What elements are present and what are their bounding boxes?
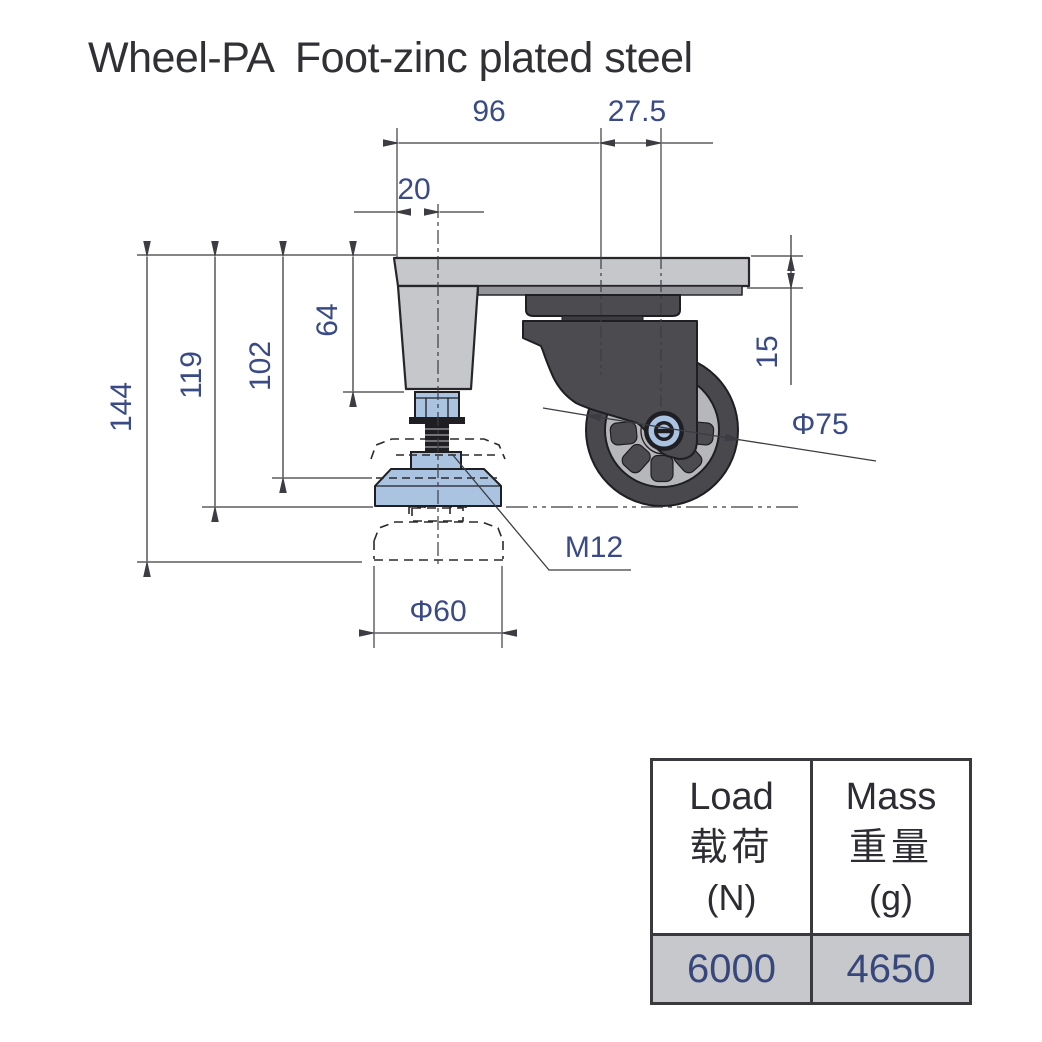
dimension-labels: 96 27.5 20 144 119 102 64 15 Φ75 M12 Φ60 <box>105 95 849 628</box>
mass-label-en: Mass <box>845 776 937 818</box>
dim-m12-label: M12 <box>565 531 623 564</box>
load-label-zh: 载荷 <box>689 827 774 869</box>
dim-20-label: 20 <box>397 173 430 206</box>
dim-119-label: 119 <box>175 351 208 399</box>
leader-m12 <box>451 453 631 571</box>
axle-screw-slot <box>656 428 672 434</box>
load-label-en: Load <box>689 776 774 818</box>
dim-phi75-label: Φ75 <box>791 408 848 441</box>
spec-value-mass: 4650 <box>813 933 969 1002</box>
thread-ridges <box>425 428 449 448</box>
dim-102-label: 102 <box>244 341 277 391</box>
washer <box>409 417 465 424</box>
spec-header-mass: Mass 重量 (g) <box>813 761 969 933</box>
spec-header-load: Load 载荷 (N) <box>653 761 813 933</box>
plate-under-strip <box>477 285 743 296</box>
dim-27-5-label: 27.5 <box>608 95 666 128</box>
mass-label-zh: 重量 <box>848 827 933 869</box>
dim-phi60-label: Φ60 <box>409 595 466 628</box>
hub-cap <box>644 411 684 451</box>
mass-unit: (g) <box>869 877 913 918</box>
swivel-caster <box>522 294 740 507</box>
top-plate <box>392 256 751 288</box>
dim-leader-phi75-left <box>542 407 602 422</box>
dim-96-label: 96 <box>472 95 505 128</box>
hex-nut <box>414 391 460 420</box>
spec-table: Load 载荷 (N) Mass 重量 (g) 6000 4650 <box>650 758 972 1005</box>
swivel-top-plate <box>525 294 681 317</box>
dim-64-label: 64 <box>311 303 344 336</box>
page-title: Wheel-PA Foot-zinc plated steel <box>88 34 693 82</box>
dim-15-label: 15 <box>751 335 784 368</box>
dimension-lines <box>143 139 877 637</box>
spec-value-load: 6000 <box>653 933 813 1002</box>
dim-leader-phi75-right <box>724 433 877 462</box>
dim-144-label: 144 <box>105 382 138 432</box>
load-unit: (N) <box>706 877 757 918</box>
foot-pad-down-position-outline <box>373 521 504 542</box>
